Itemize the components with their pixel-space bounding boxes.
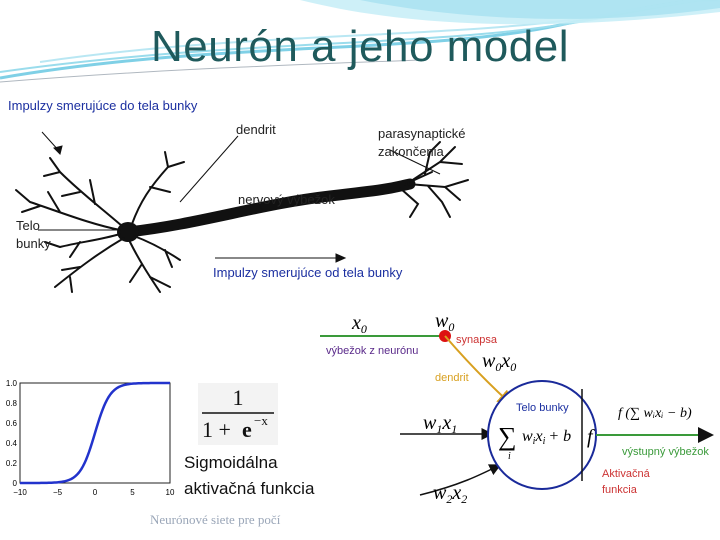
x-tick-label: −5: [53, 488, 63, 497]
y-tick-label: 0.4: [6, 439, 18, 448]
x0-label: x0: [351, 312, 367, 336]
cell-body-label: Telo bunky: [516, 402, 569, 414]
artificial-neuron-model: x0 w0 synapsa výbežok z neurónu w0x0 den…: [320, 310, 714, 506]
sum-term: wixi+ b: [522, 428, 571, 447]
synapse-label: synapsa: [456, 334, 498, 346]
sigmoid-plot: 1.0 0.8 0.6 0.4 0.2 0 −10 −5 0 5 10: [6, 379, 175, 497]
activation-f: f: [587, 426, 595, 448]
header-waves: [0, 0, 720, 83]
label-impulses-out: Impulzy smerujúce od tela bunky: [213, 265, 403, 280]
neuron-illustration: Impulzy smerujúce do tela bunky dendrit …: [0, 92, 478, 297]
formula-exponent: −x: [254, 413, 268, 428]
w1x1-label: w1x1: [423, 412, 457, 436]
page-title: Neurón a jeho model: [151, 22, 569, 71]
y-tick-label: 0.8: [6, 399, 18, 408]
output-axon-label: výstupný výbežok: [622, 446, 709, 458]
w0-label: w0: [435, 310, 454, 334]
sum-index: i: [508, 451, 511, 462]
sigmoid-label-line2: aktivačná funkcia: [184, 479, 315, 498]
sigmoid-curve: [19, 381, 171, 485]
formula-denominator: 1 +: [202, 417, 231, 442]
label-axon: nervový výbežok: [238, 192, 335, 207]
sigmoid-formula: 1 1 + e −x: [202, 385, 274, 442]
x-tick-label: −10: [13, 488, 27, 497]
y-tick-label: 0.6: [6, 419, 18, 428]
neuron-drawing: [15, 131, 469, 293]
formula-e: e: [242, 417, 252, 442]
output-formula: f (∑ wᵢxᵢ − b): [618, 406, 692, 421]
formula-background: [198, 383, 278, 445]
sigmoid-label: Sigmoidálna aktivačná funkcia: [184, 450, 314, 502]
activation-label-line1: Aktivačná: [602, 468, 651, 480]
label-terminals-line1: parasynaptické: [378, 126, 466, 141]
formula-numerator: 1: [233, 385, 244, 410]
w2x2-label: w2x2: [433, 482, 467, 506]
dendrite-label: dendrit: [435, 372, 469, 384]
x-tick-label: 10: [166, 488, 175, 497]
w0x0-label: w0x0: [482, 350, 516, 374]
activation-label-line2: funkcia: [602, 484, 638, 496]
footer-text: Neurónové siete pre počí: [150, 512, 281, 527]
label-terminals-line2: zakončenia: [378, 144, 444, 159]
label-dendrit: dendrit: [236, 122, 276, 137]
y-tick-label: 0.2: [6, 459, 18, 468]
label-cell-body-line1: Telo: [16, 218, 40, 233]
sigmoid-label-line1: Sigmoidálna: [184, 453, 278, 472]
axon-from-neuron-label: výbežok z neurónu: [326, 345, 418, 357]
x-tick-label: 5: [130, 488, 135, 497]
y-tick-label: 0: [13, 479, 18, 488]
label-impulses-in: Impulzy smerujúce do tela bunky: [8, 98, 198, 113]
label-cell-body-line2: bunky: [16, 236, 51, 251]
x-tick-label: 0: [93, 488, 98, 497]
sum-symbol: ∑: [498, 422, 517, 451]
y-tick-label: 1.0: [6, 379, 18, 388]
input-line-2: [419, 464, 502, 496]
